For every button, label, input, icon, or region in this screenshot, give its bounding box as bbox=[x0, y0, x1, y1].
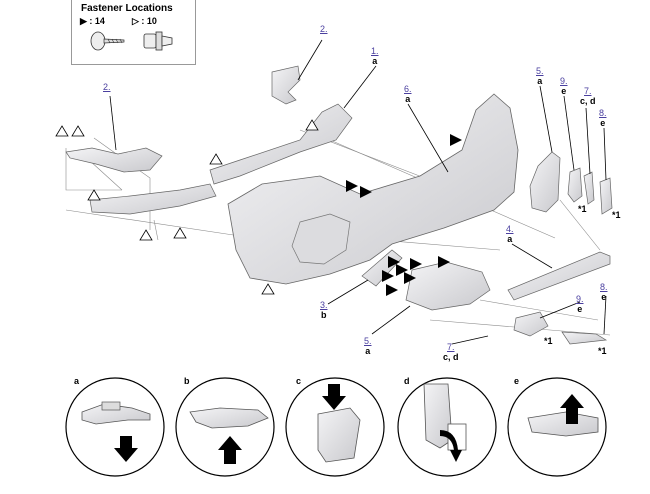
footnote-marker: *1 bbox=[578, 204, 587, 214]
filled-triangle-icon bbox=[382, 270, 394, 282]
callout-8-upper[interactable]: 8.e bbox=[599, 108, 607, 128]
step-label-d: d bbox=[404, 376, 410, 386]
outline-triangle-icon bbox=[87, 189, 101, 201]
filled-triangle-icon bbox=[360, 186, 372, 198]
lower-beam-left bbox=[89, 183, 217, 215]
filled-triangle-icon bbox=[388, 256, 400, 268]
clip-b-count: ▷ : 10 bbox=[132, 16, 157, 26]
callout-5-upper[interactable]: 5.a bbox=[536, 66, 544, 86]
footnote-marker: *1 bbox=[598, 346, 607, 356]
arrow-up-icon bbox=[218, 436, 242, 464]
push-clip-icon bbox=[143, 31, 173, 51]
filled-triangle-icon bbox=[410, 258, 422, 270]
outline-triangle-icon bbox=[173, 227, 187, 239]
outline-triangle-icon bbox=[71, 125, 85, 137]
filled-triangle-icon bbox=[346, 180, 358, 192]
clip-a-count: ▶ : 14 bbox=[80, 16, 105, 26]
step-circle-a bbox=[65, 377, 165, 477]
screw-clip-icon bbox=[90, 31, 125, 51]
retainer-8-upper bbox=[599, 177, 613, 215]
side-bracket-left bbox=[65, 147, 163, 173]
filled-triangle-icon bbox=[386, 284, 398, 296]
callout-8-lower[interactable]: 8.e bbox=[600, 282, 608, 302]
step-label-a: a bbox=[74, 376, 80, 386]
rear-bumper bbox=[227, 93, 519, 285]
arrow-up-icon bbox=[560, 394, 584, 424]
callout-5-lower[interactable]: 5.a bbox=[364, 336, 372, 356]
filled-triangle-markers bbox=[346, 134, 462, 296]
callout-4[interactable]: 4.a bbox=[506, 224, 514, 244]
step-label-e: e bbox=[514, 376, 520, 386]
step-b-illustration bbox=[189, 407, 269, 464]
outline-triangle-icon bbox=[139, 229, 153, 241]
bumper-recess bbox=[291, 213, 351, 265]
step-a-illustration bbox=[81, 401, 151, 462]
footnote-marker: *1 bbox=[544, 336, 553, 346]
outline-triangle-icon bbox=[55, 125, 69, 137]
upper-bracket-left bbox=[271, 65, 301, 105]
arrow-down-icon bbox=[322, 384, 346, 410]
fastener-legend: Fastener Locations ▶ : 14 ▷ : 10 bbox=[71, 0, 196, 65]
callout-7-lower[interactable]: 7.c, d bbox=[443, 342, 459, 362]
outline-triangle-icon bbox=[261, 283, 275, 295]
step-e-illustration bbox=[527, 394, 599, 437]
retainer-7-upper bbox=[583, 171, 595, 205]
legend-title: Fastener Locations bbox=[81, 3, 173, 14]
filled-triangle-icon bbox=[396, 264, 408, 276]
side-extension-right bbox=[529, 151, 561, 213]
callout-2-upper[interactable]: 2. bbox=[320, 24, 328, 34]
callout-1[interactable]: 1.a bbox=[371, 46, 379, 66]
step-label-c: c bbox=[296, 376, 302, 386]
outline-triangle-icon bbox=[209, 153, 223, 165]
step-label-b: b bbox=[184, 376, 190, 386]
callout-3[interactable]: 3.b bbox=[320, 300, 328, 320]
retainer-9-lower bbox=[513, 311, 549, 337]
filled-triangle-icon bbox=[450, 134, 462, 146]
arrow-down-icon bbox=[114, 436, 138, 462]
curved-arrow-icon bbox=[440, 430, 462, 462]
upper-beam bbox=[209, 103, 353, 185]
callout-7-upper[interactable]: 7.c, d bbox=[580, 86, 596, 106]
callout-9-upper[interactable]: 9.e bbox=[560, 76, 568, 96]
retainer-9-upper bbox=[567, 167, 583, 203]
step-c-illustration bbox=[317, 384, 361, 463]
footnote-marker: *1 bbox=[612, 210, 621, 220]
callout-leaders bbox=[109, 39, 607, 345]
outline-triangle-icon bbox=[305, 119, 319, 131]
filled-triangle-icon bbox=[438, 256, 450, 268]
outline-triangle-markers bbox=[55, 119, 319, 295]
lower-strip bbox=[507, 251, 611, 301]
callout-9-lower[interactable]: 9.e bbox=[576, 294, 584, 314]
step-d-illustration bbox=[423, 383, 467, 462]
filled-triangle-icon bbox=[404, 272, 416, 284]
retainer-8-lower bbox=[561, 331, 608, 345]
callout-2-left[interactable]: 2. bbox=[103, 82, 111, 92]
callout-6[interactable]: 6.a bbox=[404, 84, 412, 104]
lower-extension bbox=[405, 261, 491, 311]
